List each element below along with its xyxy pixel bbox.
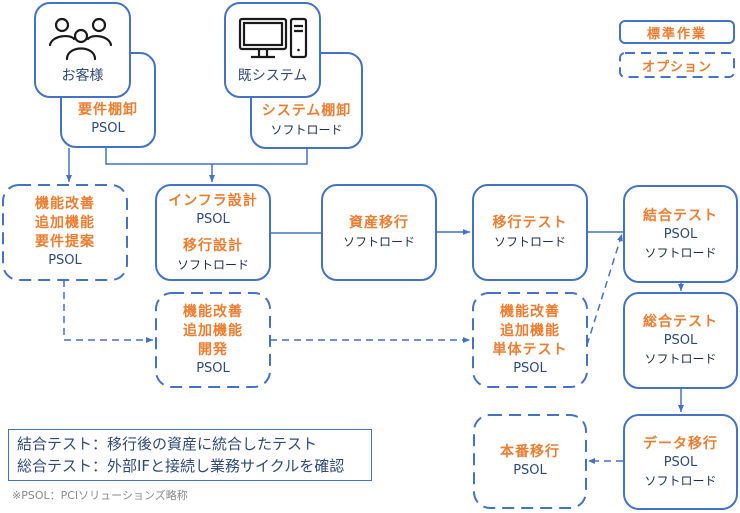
customer-label: お客様 <box>61 68 104 84</box>
unit-test-title-2: 追加機能 <box>500 322 560 339</box>
data-migration-owner-1: PSOL <box>663 454 698 470</box>
computer-icon <box>238 17 307 59</box>
note-line-integration-test: 結合テスト：移行後の資産に統合したテスト <box>17 435 318 453</box>
legend-option-outline <box>619 52 735 78</box>
development-title-1: 機能改善 <box>183 303 243 320</box>
connector-requirements-to-design <box>105 148 308 165</box>
system-inventory-title: システム棚卸 <box>261 103 352 119</box>
system-test-box: 総合テスト PSOL ソフトロード <box>623 292 738 389</box>
proposal-owner: PSOL <box>48 253 82 268</box>
asset-migration-title: 資産移行 <box>349 215 409 231</box>
footnote: ※PSOL：PCIソリューションズ略称 <box>12 489 188 502</box>
proposal-box: 機能改善 追加機能 要件提案 PSOL <box>2 184 128 281</box>
definition-note: 結合テスト：移行後の資産に統合したテスト 総合テスト：外部IFと接続し業務サイク… <box>8 429 372 481</box>
integration-test-title: 結合テスト <box>643 207 718 224</box>
asset-migration-box: 資産移行 ソフトロード <box>321 184 437 281</box>
integration-test-owner-2: ソフトロード <box>644 245 717 260</box>
infra-design-owner: PSOL <box>196 211 230 227</box>
production-migration-box: 本番移行 PSOL <box>473 414 587 509</box>
existing-system-label: 既システム <box>237 68 308 84</box>
connector-unittest-to-integration <box>586 233 623 346</box>
customer-box: お客様 <box>34 2 131 98</box>
development-box: 機能改善 追加機能 開発 PSOL <box>155 292 271 388</box>
unit-test-title-1: 機能改善 <box>500 303 560 320</box>
system-inventory-owner: ソフトロード <box>270 123 343 137</box>
note-line-system-test: 総合テスト：外部IFと接続し業務サイクルを確認 <box>17 457 345 475</box>
proposal-title-3: 要件提案 <box>35 234 95 250</box>
people-icon <box>48 17 112 61</box>
existing-system-box: 既システム <box>224 2 321 98</box>
development-title-3: 開発 <box>198 341 228 358</box>
migration-design-title: 移行設計 <box>183 237 243 254</box>
unit-test-title-3: 単体テスト <box>492 341 568 358</box>
integration-test-box: 結合テスト PSOL ソフトロード <box>623 185 738 283</box>
integration-test-owner-1: PSOL <box>663 226 698 242</box>
asset-migration-owner: ソフトロード <box>342 235 415 249</box>
migration-test-owner: ソフトロード <box>493 235 566 249</box>
system-test-owner-1: PSOL <box>663 333 698 348</box>
system-test-title: 総合テスト <box>643 314 718 330</box>
connector-proposal-to-development <box>63 280 153 343</box>
data-migration-box: データ移行 PSOL ソフトロード <box>623 414 738 510</box>
system-test-owner-2: ソフトロード <box>644 352 717 366</box>
development-box-outline <box>155 292 271 388</box>
production-migration-owner: PSOL <box>513 463 547 478</box>
development-title-2: 追加機能 <box>183 322 243 339</box>
legend-standard: 標準作業 <box>619 20 735 44</box>
data-migration-owner-2: ソフトロード <box>644 473 717 488</box>
migration-test-title: 移行テスト <box>492 215 568 231</box>
production-box-outline <box>473 414 587 509</box>
production-migration-title: 本番移行 <box>500 444 560 460</box>
migration-test-box: 移行テスト ソフトロード <box>472 184 588 281</box>
infra-design-title: インフラ設計 <box>168 192 258 209</box>
requirements-inventory-owner: PSOL <box>91 121 125 136</box>
requirements-inventory-title: 要件棚卸 <box>78 102 138 118</box>
design-box: インフラ設計 PSOL 移行設計 ソフトロード <box>155 184 271 281</box>
data-migration-title: データ移行 <box>643 435 718 452</box>
unit-test-box: 機能改善 追加機能 単体テスト PSOL <box>472 292 588 388</box>
legend-option: オプション <box>641 59 712 75</box>
proposal-title-2: 追加機能 <box>35 215 95 231</box>
unit-test-owner: PSOL <box>513 360 547 376</box>
proposal-title-1: 機能改善 <box>35 196 95 212</box>
migration-design-owner: ソフトロード <box>176 257 249 272</box>
development-owner: PSOL <box>196 360 230 376</box>
proposal-box-outline <box>2 184 128 281</box>
unittest-box-outline <box>472 292 588 388</box>
